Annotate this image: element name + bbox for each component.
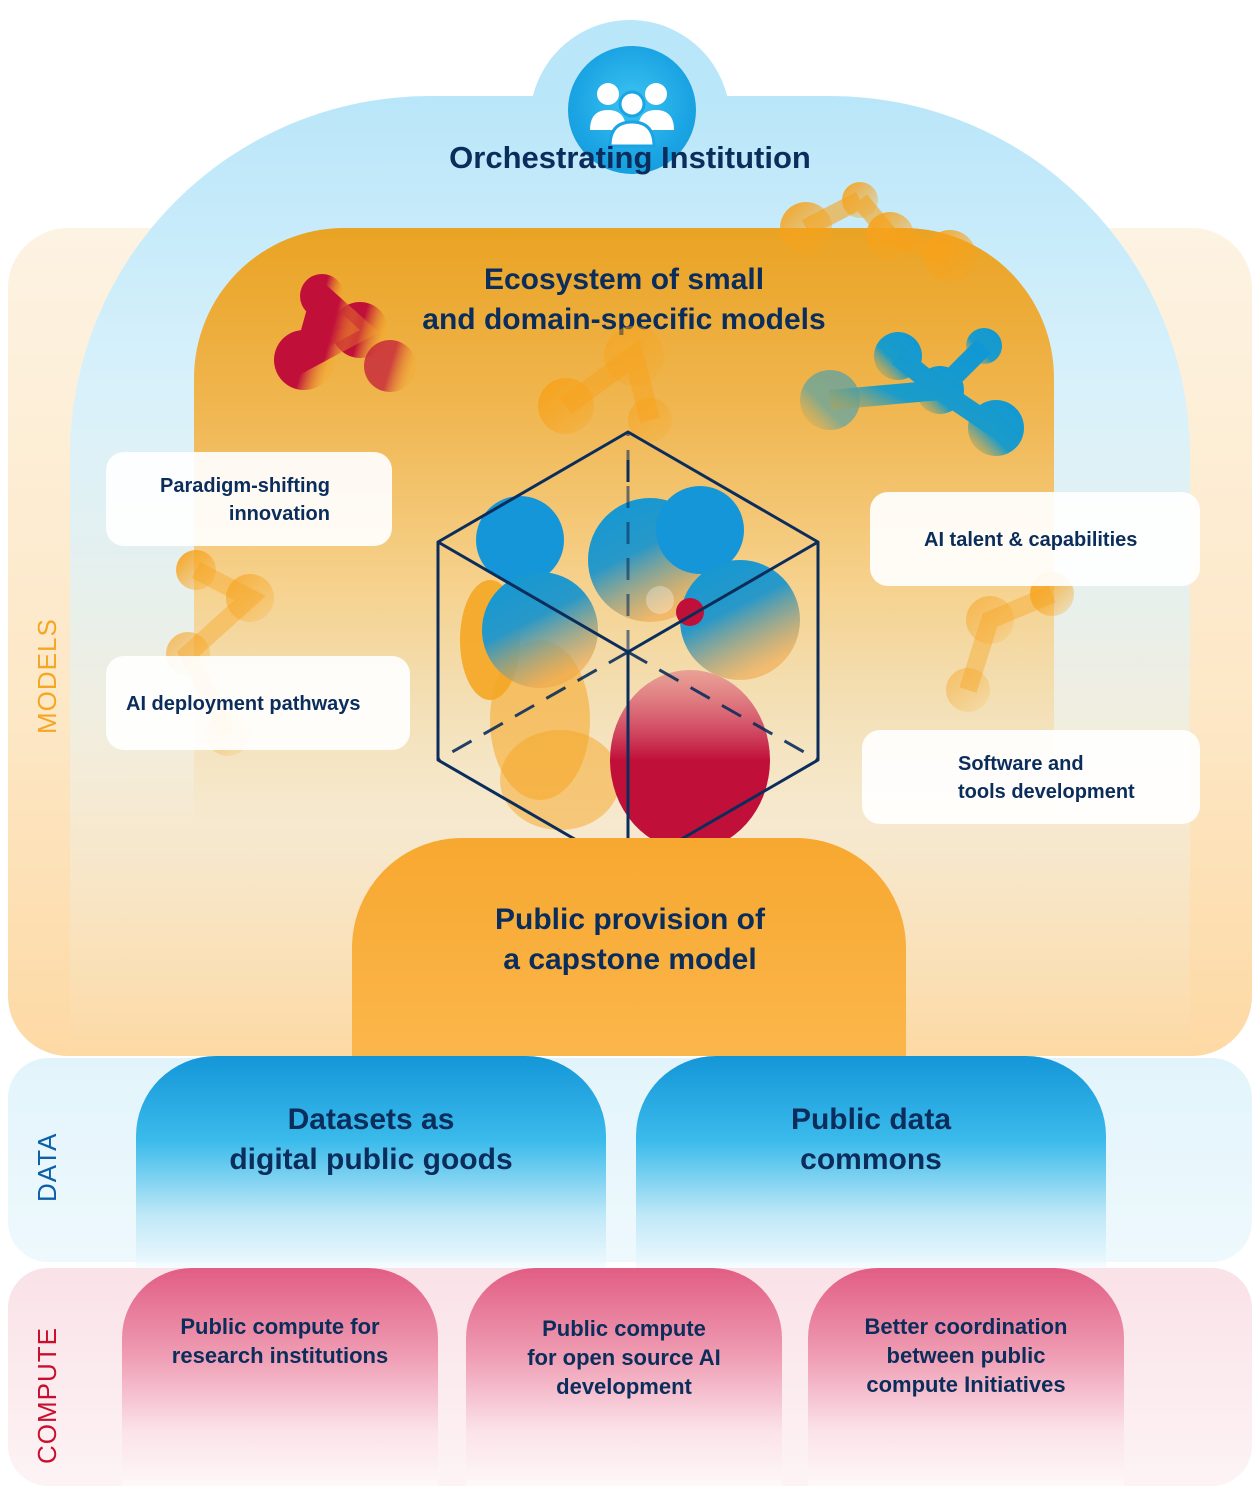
data-layer-label: DATA xyxy=(32,1132,62,1202)
ai-deployment-pathways-label: AI deployment pathways xyxy=(106,656,410,750)
compute-card-2-line-1: Public compute xyxy=(542,1316,706,1341)
orange-molecule-blob-center xyxy=(538,326,672,442)
data-card-2-line-2: commons xyxy=(800,1143,942,1176)
data-card-1-line-1: Datasets as xyxy=(287,1103,455,1136)
ai-talent-capabilities-text: AI talent & capabilities xyxy=(924,529,1138,551)
paradigm-line-2: innovation xyxy=(228,503,330,525)
software-line-1: Software and xyxy=(958,753,1084,775)
data-card-public-data-commons: Public data commons xyxy=(636,1056,1106,1268)
compute-card-open-source: Public compute for open source AI develo… xyxy=(466,1268,782,1486)
capstone-title-line-2: a capstone model xyxy=(503,943,757,976)
compute-card-3-line-2: between public xyxy=(886,1343,1046,1368)
paradigm-shifting-innovation-label: Paradigm-shifting innovation xyxy=(106,452,392,546)
compute-card-3-line-1: Better coordination xyxy=(864,1314,1068,1339)
orange-molecule-blob-right xyxy=(946,572,1074,712)
ecosystem-title-line-1: Ecosystem of small xyxy=(483,263,765,296)
group-people-icon-glyph xyxy=(590,83,674,148)
orchestrating-institution-title: Orchestrating Institution xyxy=(449,140,811,175)
data-card-1-line-2: digital public goods xyxy=(229,1143,513,1176)
models-layer-label: MODELS xyxy=(32,618,62,734)
orange-molecule-blob-top-right xyxy=(780,182,976,282)
blue-molecule-blob xyxy=(800,328,1024,456)
compute-card-research-institutions: Public compute for research institutions xyxy=(122,1268,438,1486)
compute-layer-label: COMPUTE xyxy=(32,1327,62,1464)
data-card-2-line-1: Public data xyxy=(790,1103,952,1136)
ai-talent-capabilities-label: AI talent & capabilities xyxy=(870,492,1200,586)
capstone-title: Public provision of a capstone model xyxy=(400,900,860,980)
capstone-model-shape xyxy=(352,838,906,1056)
paradigm-line-1: Paradigm-shifting xyxy=(159,475,330,497)
data-card-datasets: Datasets as digital public goods xyxy=(136,1056,606,1268)
compute-card-1-line-2: research institutions xyxy=(171,1343,389,1368)
cube-inner-blobs xyxy=(460,486,800,850)
compute-card-2-line-3: development xyxy=(556,1374,692,1399)
software-line-2: tools development xyxy=(958,781,1135,803)
capstone-title-line-1: Public provision of xyxy=(494,903,765,936)
red-molecule-blob xyxy=(274,274,416,392)
compute-card-2-line-2: for open source AI xyxy=(527,1345,721,1370)
ai-deployment-pathways-text: AI deployment pathways xyxy=(126,693,361,715)
compute-card-3-line-3: compute Initiatives xyxy=(866,1372,1066,1397)
software-tools-development-label: Software and tools development xyxy=(862,730,1200,824)
group-people-icon xyxy=(568,46,696,174)
compute-card-coordination: Better coordination between public compu… xyxy=(808,1268,1124,1486)
compute-card-1-line-1: Public compute for xyxy=(180,1314,380,1339)
